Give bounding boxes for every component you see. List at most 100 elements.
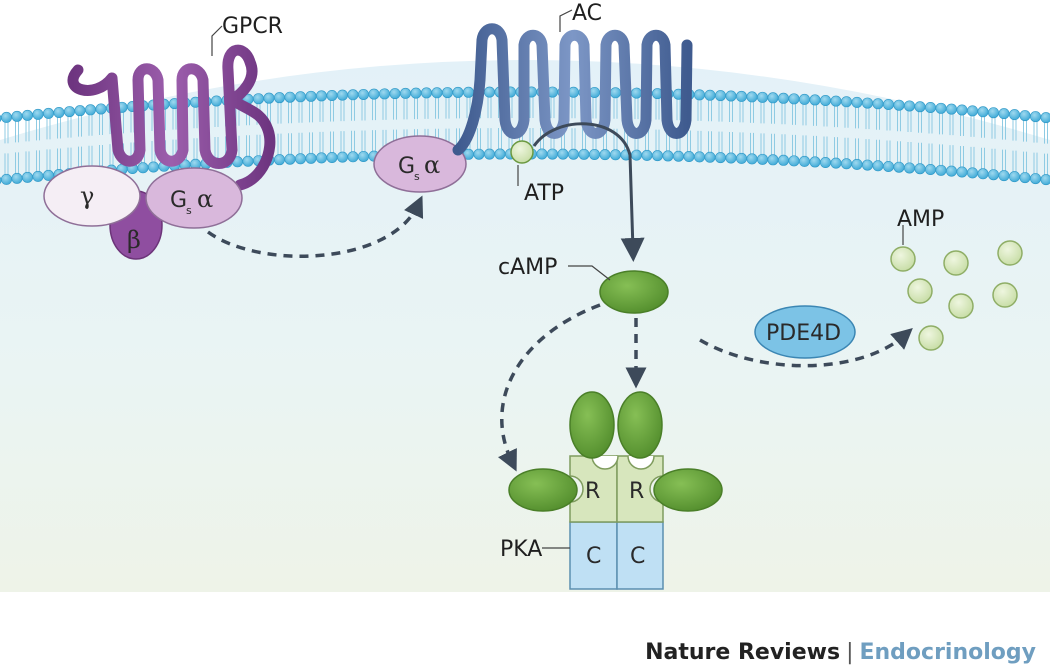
lipid-tails	[309, 100, 313, 155]
lipid-head	[935, 102, 947, 114]
camp-leader	[568, 265, 611, 281]
lipid-head	[693, 151, 705, 163]
lipid-head	[882, 98, 894, 110]
lipid-tails	[781, 102, 786, 157]
lipid-head	[987, 107, 999, 119]
gs-alpha-activation-arrow	[206, 195, 424, 258]
free-gs-g-label: G	[398, 154, 415, 179]
lipid-head	[284, 91, 296, 103]
lipid-head	[95, 103, 107, 115]
lipid-tails	[15, 120, 19, 175]
lipid-tails	[193, 106, 198, 161]
lipid-head	[609, 149, 621, 161]
lipid-head	[861, 159, 873, 171]
cell-cytoplasm	[0, 60, 1050, 592]
lipid-head	[294, 91, 306, 103]
lipid-head	[315, 152, 327, 164]
amp-molecules	[890, 240, 1023, 351]
lipid-head	[977, 106, 989, 118]
lipid-head	[473, 148, 485, 160]
lipid-head	[137, 162, 149, 174]
journal-name: Endocrinology	[859, 640, 1036, 665]
lipid-tails	[981, 115, 985, 170]
lipid-tails	[67, 115, 72, 170]
lipid-head	[630, 87, 642, 99]
lipid-tails	[487, 96, 492, 151]
lipid-head	[32, 108, 44, 120]
lipid-head	[830, 157, 842, 169]
lipid-tails	[372, 98, 376, 153]
lipid-head	[431, 87, 443, 99]
lipid-head	[914, 163, 926, 175]
figure-credit: Nature Reviews|Endocrinology	[645, 640, 1036, 665]
lipid-tails	[865, 107, 870, 162]
lipid-head	[725, 90, 737, 102]
lipid-head	[578, 148, 590, 160]
lipid-head	[830, 95, 842, 107]
lipid-head	[588, 148, 600, 160]
lipid-head	[211, 95, 223, 107]
lipid-head	[735, 90, 747, 102]
lipid-head	[903, 100, 915, 112]
lipid-head	[798, 93, 810, 105]
pka-label: PKA	[500, 537, 542, 562]
bound-camp	[617, 391, 663, 459]
lipid-head	[273, 92, 285, 104]
lipid-head	[242, 155, 254, 167]
lipid-head	[546, 148, 558, 160]
lipid-head	[536, 148, 548, 160]
g-protein-complex: γ β G s α	[43, 165, 243, 260]
lipid-head	[893, 161, 905, 173]
lipid-tails	[960, 114, 964, 169]
lipid-head	[599, 149, 611, 161]
lipid-head	[53, 106, 65, 118]
lipid-head	[788, 93, 800, 105]
lipid-tails	[25, 119, 30, 174]
lipid-head	[21, 109, 33, 121]
pka-catalytic-right	[616, 521, 664, 590]
lipid-head	[0, 114, 2, 123]
lipid-tails	[718, 99, 723, 154]
lipid-head	[641, 149, 653, 161]
lipid-head	[462, 86, 474, 98]
lipid-head	[914, 101, 926, 113]
lipid-head	[777, 92, 789, 104]
lipid-tails	[319, 99, 324, 154]
lipid-head	[441, 87, 453, 99]
lipid-head	[305, 90, 317, 102]
lipid-head	[315, 90, 327, 102]
lipid-tails	[1012, 118, 1017, 173]
lipid-tails	[382, 97, 387, 152]
camp-molecule	[599, 270, 669, 314]
lipid-tails	[456, 96, 460, 151]
lipid-head	[956, 166, 968, 178]
lipid-tails	[928, 111, 933, 166]
lipid-head	[714, 90, 726, 102]
lipid-head	[11, 110, 23, 122]
lipid-head	[998, 108, 1010, 120]
free-gs-s-label: s	[414, 170, 420, 183]
lipid-head	[452, 86, 464, 98]
lipid-head	[494, 148, 506, 160]
lipid-tails	[771, 101, 775, 156]
gamma-subunit	[43, 165, 141, 227]
bound-camp	[508, 468, 578, 512]
lipid-tails	[634, 97, 639, 152]
lipid-tails	[235, 103, 240, 158]
lipid-tails	[424, 96, 429, 151]
lipid-tails	[813, 103, 817, 158]
lipid-head	[1, 111, 12, 123]
lipid-head	[609, 87, 621, 99]
lipid-head	[357, 150, 369, 162]
lipid-head	[956, 104, 968, 116]
lipid-tails	[361, 98, 366, 153]
atp-molecule	[510, 140, 534, 164]
lipid-head	[263, 92, 275, 104]
lipid-tails	[729, 100, 733, 155]
lipid-head	[987, 169, 999, 181]
lipid-tails	[435, 96, 439, 151]
lipid-tails	[393, 97, 397, 152]
lipid-tails	[78, 114, 82, 169]
gs-alpha-s-label: s	[186, 204, 192, 217]
